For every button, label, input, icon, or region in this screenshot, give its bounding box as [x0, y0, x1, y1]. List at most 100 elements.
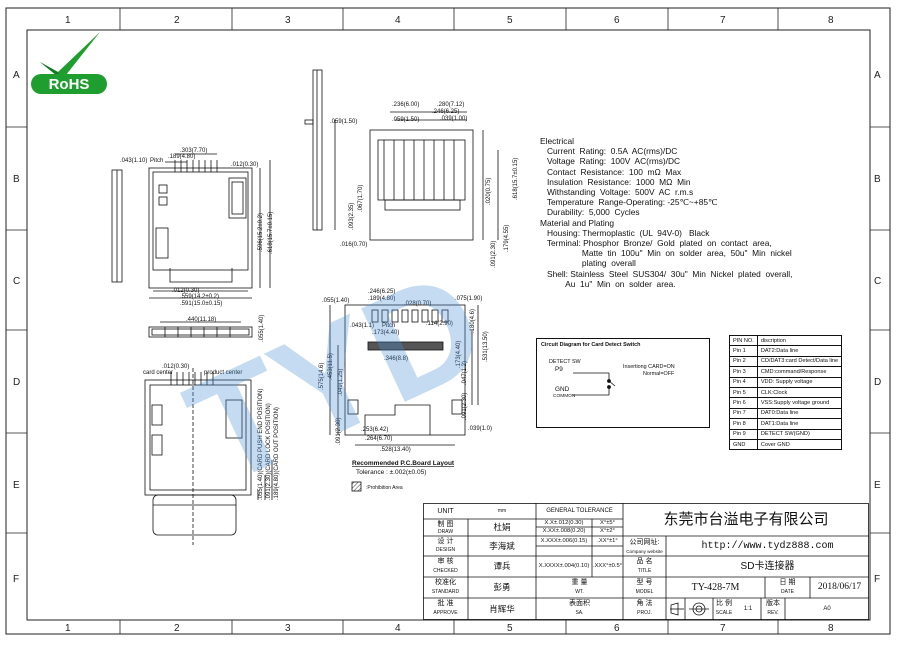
dim-text: .246(6.25) — [368, 289, 395, 295]
prohibition-area-label: :Prohibition Area — [366, 485, 403, 491]
col-label: 2 — [174, 15, 180, 26]
pin-desc: CMD:command/Response — [756, 366, 843, 378]
dim-text: .596(15.2±0.2) — [258, 213, 264, 252]
inner-frame — [26, 29, 871, 621]
projection-label: 角 法 — [636, 600, 653, 607]
pin-no: Pin 3 — [729, 366, 758, 378]
design-name: 李海斌 — [489, 540, 515, 551]
projection-circles-icon — [689, 602, 709, 616]
pin-desc: DAT0:Data line — [756, 407, 843, 420]
dim-text: .189(4.80) — [368, 296, 395, 302]
revision-label-en: REV. — [767, 609, 779, 616]
dim-text: .091(2.30)(CARD LOCK POSITION) — [266, 403, 272, 500]
scale-value: 1:1 — [743, 605, 753, 612]
inserting-card-label: Insertiong CARD=ON — [623, 364, 675, 370]
front-view — [369, 111, 499, 241]
row-label: B — [874, 174, 881, 185]
tolerance-2: X.XX±.008(0.20) — [542, 528, 586, 534]
row-label: C — [13, 276, 20, 287]
pin-no: Pin 1 — [729, 345, 758, 357]
col-label: 7 — [720, 15, 726, 26]
outer-frame — [5, 7, 891, 635]
dim-text: .264(6.70) — [365, 436, 392, 442]
approve-name: 肖辉华 — [489, 603, 515, 614]
col-label: 3 — [285, 623, 291, 634]
col-label: 5 — [507, 15, 513, 26]
pin-desc: DETECT SW(GND) — [756, 428, 843, 440]
spec-line: Temperature Range-Operating: -25℃~+85℃ — [540, 197, 718, 208]
angle-tol-4: .XXX°±0.5° — [592, 563, 623, 569]
company-name: 东莞市台溢电子有限公司 — [663, 511, 829, 528]
zone-ticks — [6, 8, 890, 634]
tolerance-4: X.XXXX±.004(0.10) — [538, 563, 590, 569]
tolerance-3: X.XXX±.006(0.15) — [540, 537, 588, 544]
rohs-logo: RoHS — [31, 32, 107, 94]
col-label: 5 — [507, 623, 513, 634]
design-label-en: DESIGN — [435, 547, 456, 553]
dim-text: .028(0.70) — [404, 301, 431, 307]
checked-label: 审 核 — [437, 558, 454, 565]
weight-label-en: WT. — [575, 588, 584, 595]
dim-text: .531(13.50) — [483, 331, 489, 362]
pin-desc: VSS:Supply voltage ground — [756, 397, 843, 409]
switch-schematic — [573, 372, 616, 396]
dim-text: Pitch — [150, 158, 163, 164]
side-view — [304, 69, 336, 231]
dim-text: .091(2.30) — [462, 393, 468, 420]
dim-text: .528(13.40) — [380, 447, 411, 453]
pin-no: Pin 9 — [729, 428, 758, 440]
detect-sw-label: DETECT SW — [549, 359, 581, 365]
specifications-block: Electrical Current Rating: 0.5A AC(rms)/… — [540, 136, 870, 289]
dim-text: .189(4.80)(CARD OUT POSITION) — [274, 407, 280, 500]
dim-text: .075(1.90) — [455, 296, 482, 302]
dim-text: .020(0.75) — [486, 178, 492, 205]
col-label: 6 — [614, 15, 620, 26]
dim-text: .039(1.00) — [440, 116, 467, 122]
dim-text: .055(1.40)(CARD PUSH END POSITION) — [258, 389, 264, 500]
pin-desc: VDD: Supply voltage — [756, 376, 843, 388]
circuit-title: Circuit Diagram for Card Detect Switch — [541, 342, 641, 348]
pin-no: GND — [729, 438, 758, 451]
dim-text: .280(7.12) — [437, 102, 464, 108]
spec-line: Au 1u" Min on solder area. — [540, 278, 676, 289]
col-label: 6 — [614, 623, 620, 634]
table-header: PIN NO. — [729, 334, 758, 347]
date-value: 2018/06/17 — [817, 582, 862, 592]
dim-text: .043(1.10) — [120, 158, 147, 164]
common-label: COMMON — [553, 394, 576, 399]
weight-label: 重 量 — [571, 579, 588, 586]
spec-line: Current Rating: 0.5A AC(rms)/DC — [540, 146, 678, 157]
pin-desc: CLK:Clock — [756, 386, 843, 399]
row-label: F — [13, 574, 19, 585]
website-label: 公司网址: — [629, 538, 660, 546]
checked-label-en: CHECKED — [433, 567, 458, 574]
pin-no: Pin 5 — [729, 386, 758, 399]
row-label: C — [874, 276, 881, 287]
area-label: 表面积 — [569, 600, 590, 607]
dimension-labels: .303(7.70) .189(4.80) .043(1.10) .012(0.… — [120, 102, 519, 500]
dim-text: .618(15.7±0.15) — [268, 212, 274, 254]
spec-line: Insulation Resistance: 1000 MΩ Min — [540, 176, 691, 187]
approve-label: 批 准 — [437, 600, 454, 607]
pin-no: Pin 8 — [729, 418, 758, 430]
dim-text: .253(6.42) — [361, 427, 388, 433]
scale-label-en: SCALE — [715, 609, 733, 616]
pcb-layout-tolerance: Tolerance : ±.002(±0.05) — [356, 469, 426, 476]
dim-text: .059(1.50) — [392, 117, 419, 123]
dim-text: .189(4.80) — [168, 154, 195, 160]
normal-off-label: Normal=OFF — [643, 371, 675, 377]
dim-text: .453(11.5) — [328, 353, 334, 380]
dim-text: Pitch — [382, 323, 395, 329]
table-header-row: PIN NO. discription — [729, 334, 843, 347]
spec-line: plating overall — [540, 258, 636, 269]
dim-text: card center — [143, 370, 173, 376]
dim-text: .346(8.8) — [384, 356, 408, 362]
row-label: E — [13, 480, 20, 491]
